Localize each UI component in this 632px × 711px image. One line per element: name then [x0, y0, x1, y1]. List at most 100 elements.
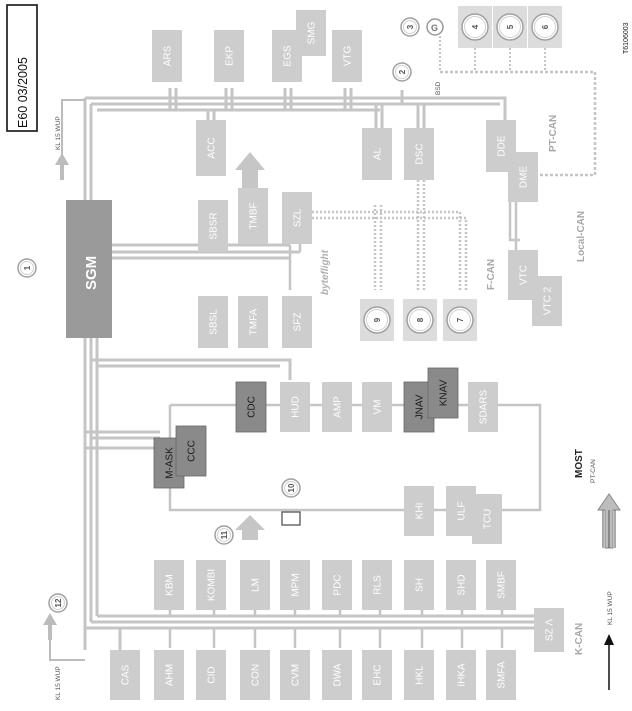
module-label-sbsl: SBSL [209, 309, 220, 335]
module-label-cas: CAS [121, 664, 132, 685]
module-label-smfa: SMFA [497, 661, 508, 689]
module-label-kbm: KBM [165, 574, 176, 596]
arrow-under-lm [235, 515, 265, 540]
legend-pt-can-label: PT-CAN [590, 459, 597, 483]
module-label-vtc: VTC [519, 265, 530, 285]
module-knav: KNAV [427, 367, 459, 419]
module-label-khi: KHI [415, 503, 426, 520]
kl15-left-label: KL 15 WUP [55, 666, 62, 700]
module-pdc: PDC [322, 560, 352, 610]
bsd-label: BSD [435, 81, 442, 95]
number-label-2: 2 [398, 69, 407, 74]
module-cvm: CVM [280, 650, 310, 700]
most-label: MOST [574, 449, 585, 478]
f-can-label: F-CAN [486, 259, 497, 290]
module-label-ulf: ULF [457, 502, 468, 521]
number-circle-7: 7 [443, 299, 477, 341]
byteflight-label: byteflight [320, 249, 331, 295]
module-label-kombi: KOMBI [207, 569, 218, 601]
module-label-vtg: VTG [343, 46, 354, 67]
module-sdars: SDARS [468, 382, 498, 432]
title-box: E60 03/2005 [6, 4, 38, 132]
sgm-module: SGM [66, 200, 112, 338]
module-label-rls: RLS [373, 575, 384, 595]
module-label-sh: SH [415, 578, 426, 592]
module-label-sz: SZ Λ [545, 619, 556, 642]
module-label-smg: SMG [307, 21, 318, 44]
legend-kl15-label: KL 15 WUP [607, 591, 614, 625]
number-label-1: 1 [23, 265, 32, 270]
module-label-ehc: EHC [373, 664, 384, 685]
number-circle-5: 5 [493, 6, 527, 48]
module-label-ccc: CCC [187, 440, 198, 462]
module-vtg: VTG [332, 30, 362, 82]
module-ahm: AHM [154, 650, 184, 700]
number-circle-10: 10 [281, 478, 301, 498]
module-ihka: IHKA [446, 650, 476, 700]
module-sh: SH [404, 560, 434, 610]
module-kbm: KBM [154, 560, 184, 610]
number-circle-9: 9 [360, 299, 394, 341]
module-label-vtc2: VTC 2 [543, 286, 554, 315]
module-label-vm: VM [373, 400, 384, 415]
module-label-ihka: IHKA [457, 663, 468, 687]
module-label-tmbf: TMBF [249, 202, 260, 229]
number-label-4: 4 [471, 24, 480, 29]
module-kombi: KOMBI [196, 560, 226, 610]
module-szl: SZL [282, 192, 312, 244]
module-label-cid: CID [207, 666, 218, 683]
module-tcu: TCU [472, 494, 502, 544]
module-con: CON [240, 650, 270, 700]
number-label-5: 5 [506, 24, 515, 29]
module-mpm: MPM [280, 560, 310, 610]
number-label-10: 10 [287, 483, 296, 492]
module-dme: DME [508, 152, 538, 202]
number-circle-12: 12 [48, 593, 68, 613]
module-label-cdc: CDC [247, 396, 258, 418]
module-al: AL [362, 128, 392, 180]
module-amp: AMP [322, 382, 352, 432]
module-label-sfz: SFZ [293, 313, 304, 332]
module-label-dde: DDE [497, 135, 508, 156]
arrow-under-tmbf [235, 152, 265, 188]
module-label-jnav: JNAV [415, 394, 426, 419]
module-cdc: CDC [235, 381, 267, 433]
figure-ref: T6106003 [623, 22, 630, 54]
sgm-label: SGM [83, 256, 100, 290]
module-hkl: HKL [404, 650, 434, 700]
number-circle-6: 6 [528, 6, 562, 48]
module-shd: SHD [446, 560, 476, 610]
number-label-8: 8 [416, 317, 425, 322]
connector-10 [281, 511, 301, 526]
pt-can-label: PT-CAN [548, 115, 559, 152]
number-circle-11: 11 [214, 525, 234, 545]
local-can-label: Local-CAN [576, 211, 587, 262]
module-acc: ACC [196, 120, 226, 176]
module-label-smbf: SMBF [497, 571, 508, 599]
number-label-9: 9 [373, 317, 382, 322]
module-sz: SZ Λ [534, 608, 564, 652]
title-text: E60 03/2005 [16, 57, 30, 128]
module-hud: HUD [280, 382, 310, 432]
module-label-dwa: DWA [333, 663, 344, 686]
module-ekp: EKP [214, 30, 244, 82]
module-ccc: CCC [175, 425, 207, 477]
module-label-knav: KNAV [439, 379, 450, 406]
module-ars: ARS [152, 30, 182, 82]
module-label-mpm: MPM [291, 573, 302, 596]
module-label-con: CON [251, 664, 262, 686]
module-cid: CID [196, 650, 226, 700]
module-label-mask: M-ASK [165, 447, 176, 479]
module-dwa: DWA [322, 650, 352, 700]
module-label-ekp: EKP [225, 46, 236, 66]
number-circle-3: 3 [400, 17, 420, 37]
module-label-sbsr: SBSR [209, 212, 220, 239]
module-label-tcu: TCU [483, 509, 494, 530]
module-smfa: SMFA [486, 650, 516, 700]
generator-icon: G [426, 18, 444, 36]
module-label-tmfa: TMFA [249, 308, 260, 335]
number-circle-4: 4 [458, 6, 492, 48]
